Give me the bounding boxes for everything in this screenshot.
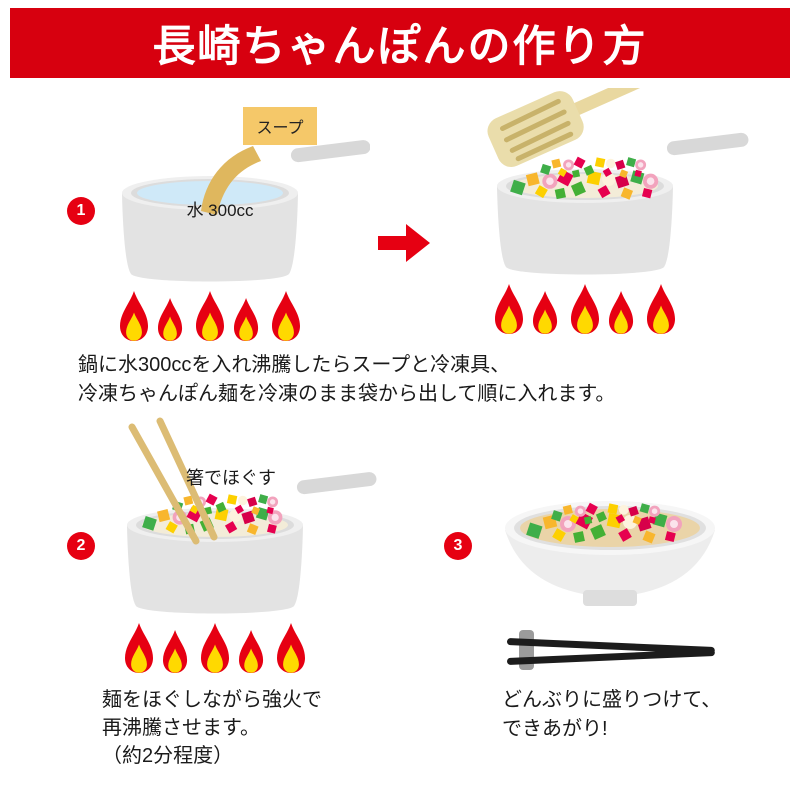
- pot-handle: [666, 132, 749, 156]
- pot-handle: [296, 472, 377, 495]
- water-amount-label: 水 300cc: [186, 201, 254, 220]
- serving-chopsticks-icon: [506, 630, 715, 670]
- caption-line: どんぶりに盛りつけて、: [502, 689, 722, 711]
- bowl-foot: [583, 590, 637, 606]
- step-2-caption: 麺をほぐしながら強火で 再沸騰させます。 （約2分程度）: [102, 686, 322, 770]
- title-banner: 長崎ちゃんぽんの作り方: [10, 8, 790, 78]
- step-3-badge: 3: [444, 532, 472, 560]
- flames-icon: [495, 284, 675, 334]
- step-3-bowl-illustration: [505, 501, 715, 606]
- arrow-right-icon: [378, 224, 430, 262]
- flames-icon: [125, 623, 305, 673]
- caption-line: できあがり!: [502, 718, 608, 740]
- caption-line: 再沸騰させます。: [102, 717, 260, 739]
- soup-pour-stream: [201, 146, 261, 215]
- page-title: 長崎ちゃんぽんの作り方: [152, 23, 648, 71]
- caption-line: （約2分程度）: [102, 745, 234, 767]
- step-1-pot-water-illustration: [105, 140, 370, 345]
- flames-icon: [120, 291, 300, 341]
- stir-label: 箸でほぐす: [186, 468, 276, 488]
- step-2-pot-stir-illustration: [100, 417, 377, 695]
- caption-line: 鍋に水300ccを入れ沸騰したらスープと冷凍具、: [78, 354, 511, 376]
- soup-packet-label: スープ: [256, 120, 304, 137]
- step-1-badge: 1: [67, 197, 95, 225]
- step-2-badge: 2: [67, 532, 95, 560]
- step-3-caption: どんぶりに盛りつけて、 できあがり!: [502, 686, 721, 744]
- soup-packet: スープ: [243, 107, 317, 145]
- cooking-chopsticks-icon: [128, 417, 218, 545]
- spatula-icon: [487, 88, 664, 168]
- caption-line: 麺をほぐしながら強火で: [102, 689, 322, 711]
- step-1-caption: 鍋に水300ccを入れ沸騰したらスープと冷凍具、 冷凍ちゃんぽん麺を冷凍のまま袋…: [78, 351, 615, 409]
- pot-handle: [290, 140, 370, 163]
- caption-line: 冷凍ちゃんぽん麺を冷凍のまま袋から出して順に入れます。: [78, 383, 616, 405]
- step-1-pot-ingredients-illustration: [487, 88, 749, 338]
